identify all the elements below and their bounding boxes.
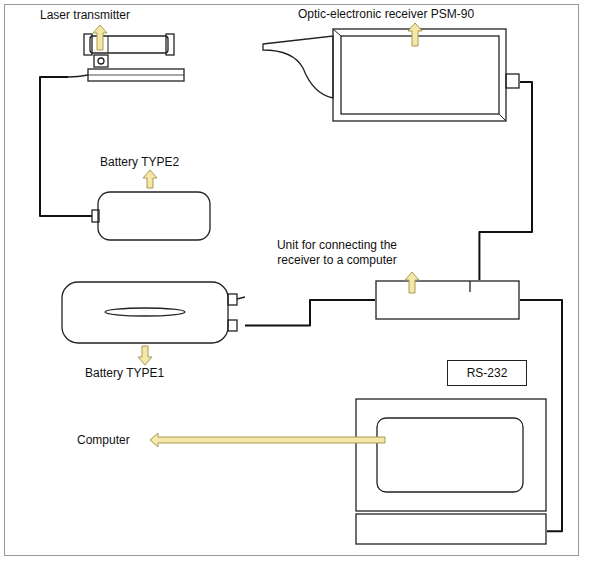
cable — [40, 77, 92, 216]
pointer-arrow — [405, 272, 419, 293]
cable-line — [520, 300, 562, 531]
battery-type1: Battery TYPE1 — [60, 280, 245, 345]
cable-line — [40, 77, 92, 216]
pointer-arrow — [93, 25, 107, 50]
battery-type2-drawing — [92, 190, 212, 242]
optic-electronic-receiver: Optic-electronic receiver PSM-90 — [263, 28, 520, 128]
component-label: Laser transmitter — [40, 8, 130, 23]
pointer-arrow — [150, 433, 385, 447]
computer-drawing — [355, 398, 547, 546]
component-label: Unit for connecting the receiver to a co… — [262, 238, 412, 268]
battery-type2: Battery TYPE2 — [92, 190, 212, 242]
component-label: RS-232 — [467, 366, 508, 381]
rs232-box: RS-232 — [447, 360, 527, 386]
laser-transmitter: Laser transmitter — [68, 33, 185, 88]
cable — [245, 300, 375, 326]
component-label: Computer — [77, 433, 130, 448]
component-label: Battery TYPE1 — [85, 366, 164, 381]
laser-transmitter-drawing — [68, 33, 185, 88]
cable — [520, 300, 562, 531]
page-frame — [5, 5, 579, 556]
pointer-arrow — [138, 346, 152, 365]
computer: Computer — [355, 398, 547, 546]
interface-unit-drawing — [375, 280, 520, 320]
cable-line — [245, 300, 375, 326]
component-label: Optic-electronic receiver PSM-90 — [298, 7, 474, 22]
pointer-arrow — [143, 170, 157, 188]
battery-type1-drawing — [60, 280, 245, 345]
optic-electronic-receiver-drawing — [263, 28, 520, 128]
component-label: Battery TYPE2 — [100, 155, 179, 170]
interface-unit: Unit for connecting the receiver to a co… — [375, 280, 520, 320]
pointer-arrow — [408, 23, 422, 46]
